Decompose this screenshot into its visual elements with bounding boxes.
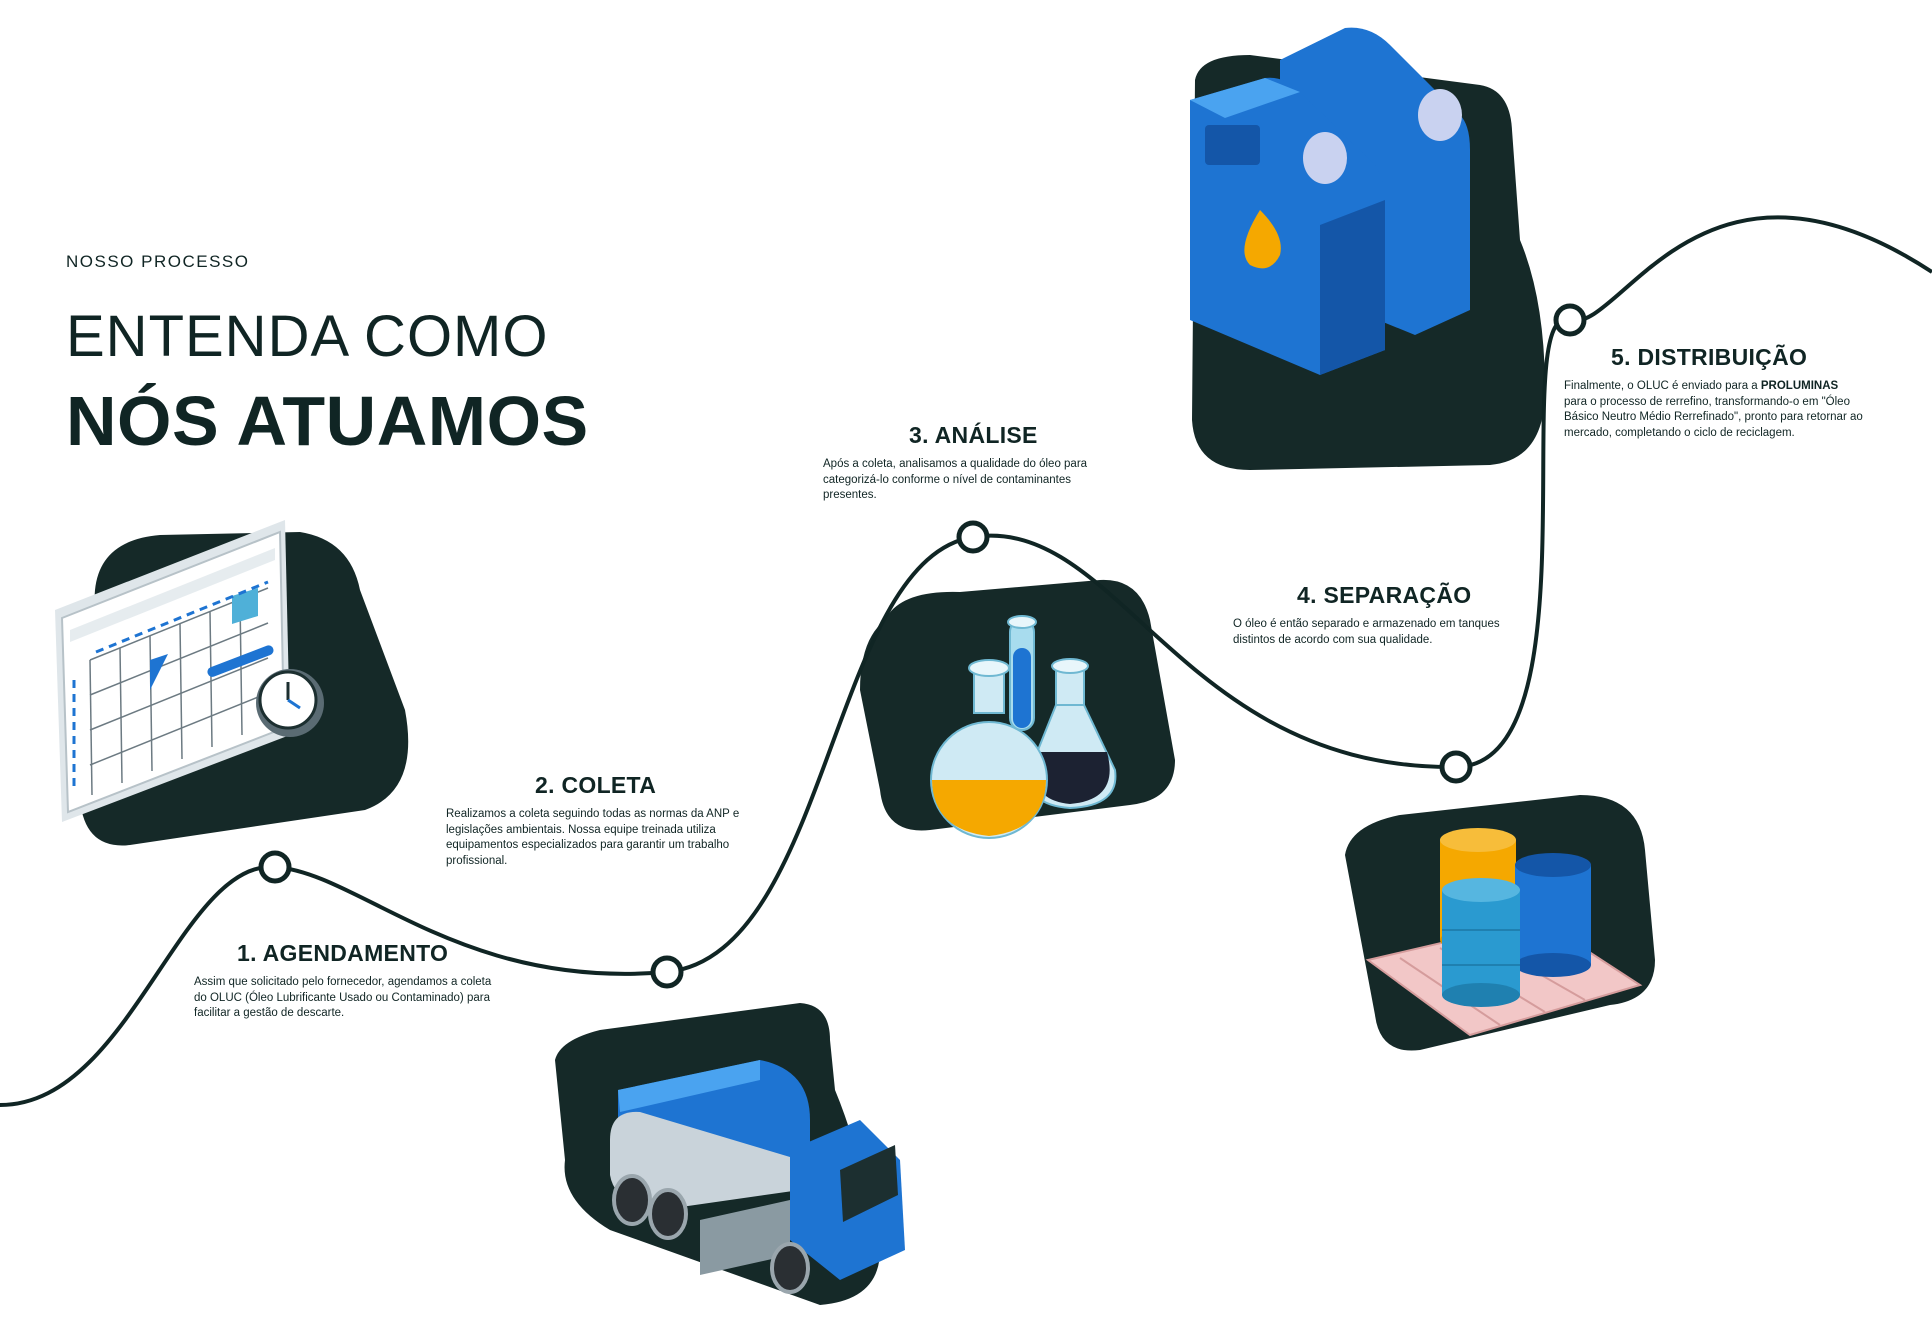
step-2-title: 2. COLETA (535, 772, 657, 798)
step-1-title: 1. AGENDAMENTO (237, 940, 449, 966)
step-2-block: 2. COLETA Realizamos a coleta seguindo t… (446, 772, 746, 869)
step-3-block: 3. ANÁLISE Após a coleta, analisamos a q… (823, 422, 1113, 504)
step-5-description: Finalmente, o OLUC é enviado para a PROL… (1564, 379, 1864, 441)
step-5-block: 5. DISTRIBUIÇÃO Finalmente, o OLUC é env… (1564, 344, 1864, 441)
step-5-text-before: Finalmente, o OLUC é enviado para a (1564, 380, 1761, 392)
marker-step-4 (1439, 750, 1473, 784)
step-1-block: 1. AGENDAMENTO Assim que solicitado pelo… (194, 940, 504, 1022)
step-5-text-bold: PROLUMINAS (1760, 380, 1839, 392)
step-3-description: Após a coleta, analisamos a qualidade do… (823, 458, 1088, 501)
step-4-description: O óleo é então separado e armazenado em … (1233, 618, 1500, 646)
step-5-text-after: para o processo de rerrefino, transforma… (1564, 395, 1863, 439)
step-markers (258, 303, 1587, 989)
step-4-title: 4. SEPARAÇÃO (1297, 582, 1472, 608)
oil-jerrycans-icon (1190, 27, 1545, 470)
step-4-block: 4. SEPARAÇÃO O óleo é então separado e a… (1233, 582, 1533, 648)
lab-flasks-icon (860, 579, 1175, 839)
marker-step-2 (650, 955, 684, 989)
marker-step-3 (956, 520, 990, 554)
step-2-description: Realizamos a coleta seguindo todas as no… (446, 808, 740, 867)
marker-step-5 (1553, 303, 1587, 337)
step-5-title: 5. DISTRIBUIÇÃO (1611, 344, 1808, 370)
page-title-line-1: ENTENDA COMO (66, 304, 549, 369)
oil-barrels-icon (1345, 795, 1655, 1051)
section-eyebrow: NOSSO PROCESSO (66, 252, 250, 271)
calendar-clock-icon (55, 520, 409, 846)
tanker-truck-icon (555, 1003, 905, 1305)
step-3-title: 3. ANÁLISE (909, 422, 1038, 448)
marker-step-1 (258, 850, 292, 884)
page-title-line-2: NÓS ATUAMOS (66, 382, 589, 460)
step-1-description: Assim que solicitado pelo fornecedor, ag… (194, 976, 492, 1019)
